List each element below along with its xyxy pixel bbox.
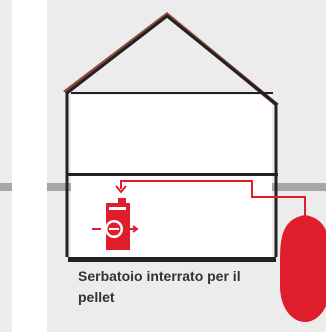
adjacent-ground-line <box>0 183 12 191</box>
house-icon <box>65 14 278 262</box>
adjacent-panel <box>0 0 12 332</box>
roof-icon <box>63 12 279 106</box>
tank-caption: Serbatoio interrato per il pellet <box>78 268 241 305</box>
pellet-boiler-icon <box>92 198 139 250</box>
underground-pellet-tank-icon <box>280 215 326 322</box>
pellet-feed-pipe <box>115 180 306 216</box>
house-interior <box>71 95 272 261</box>
